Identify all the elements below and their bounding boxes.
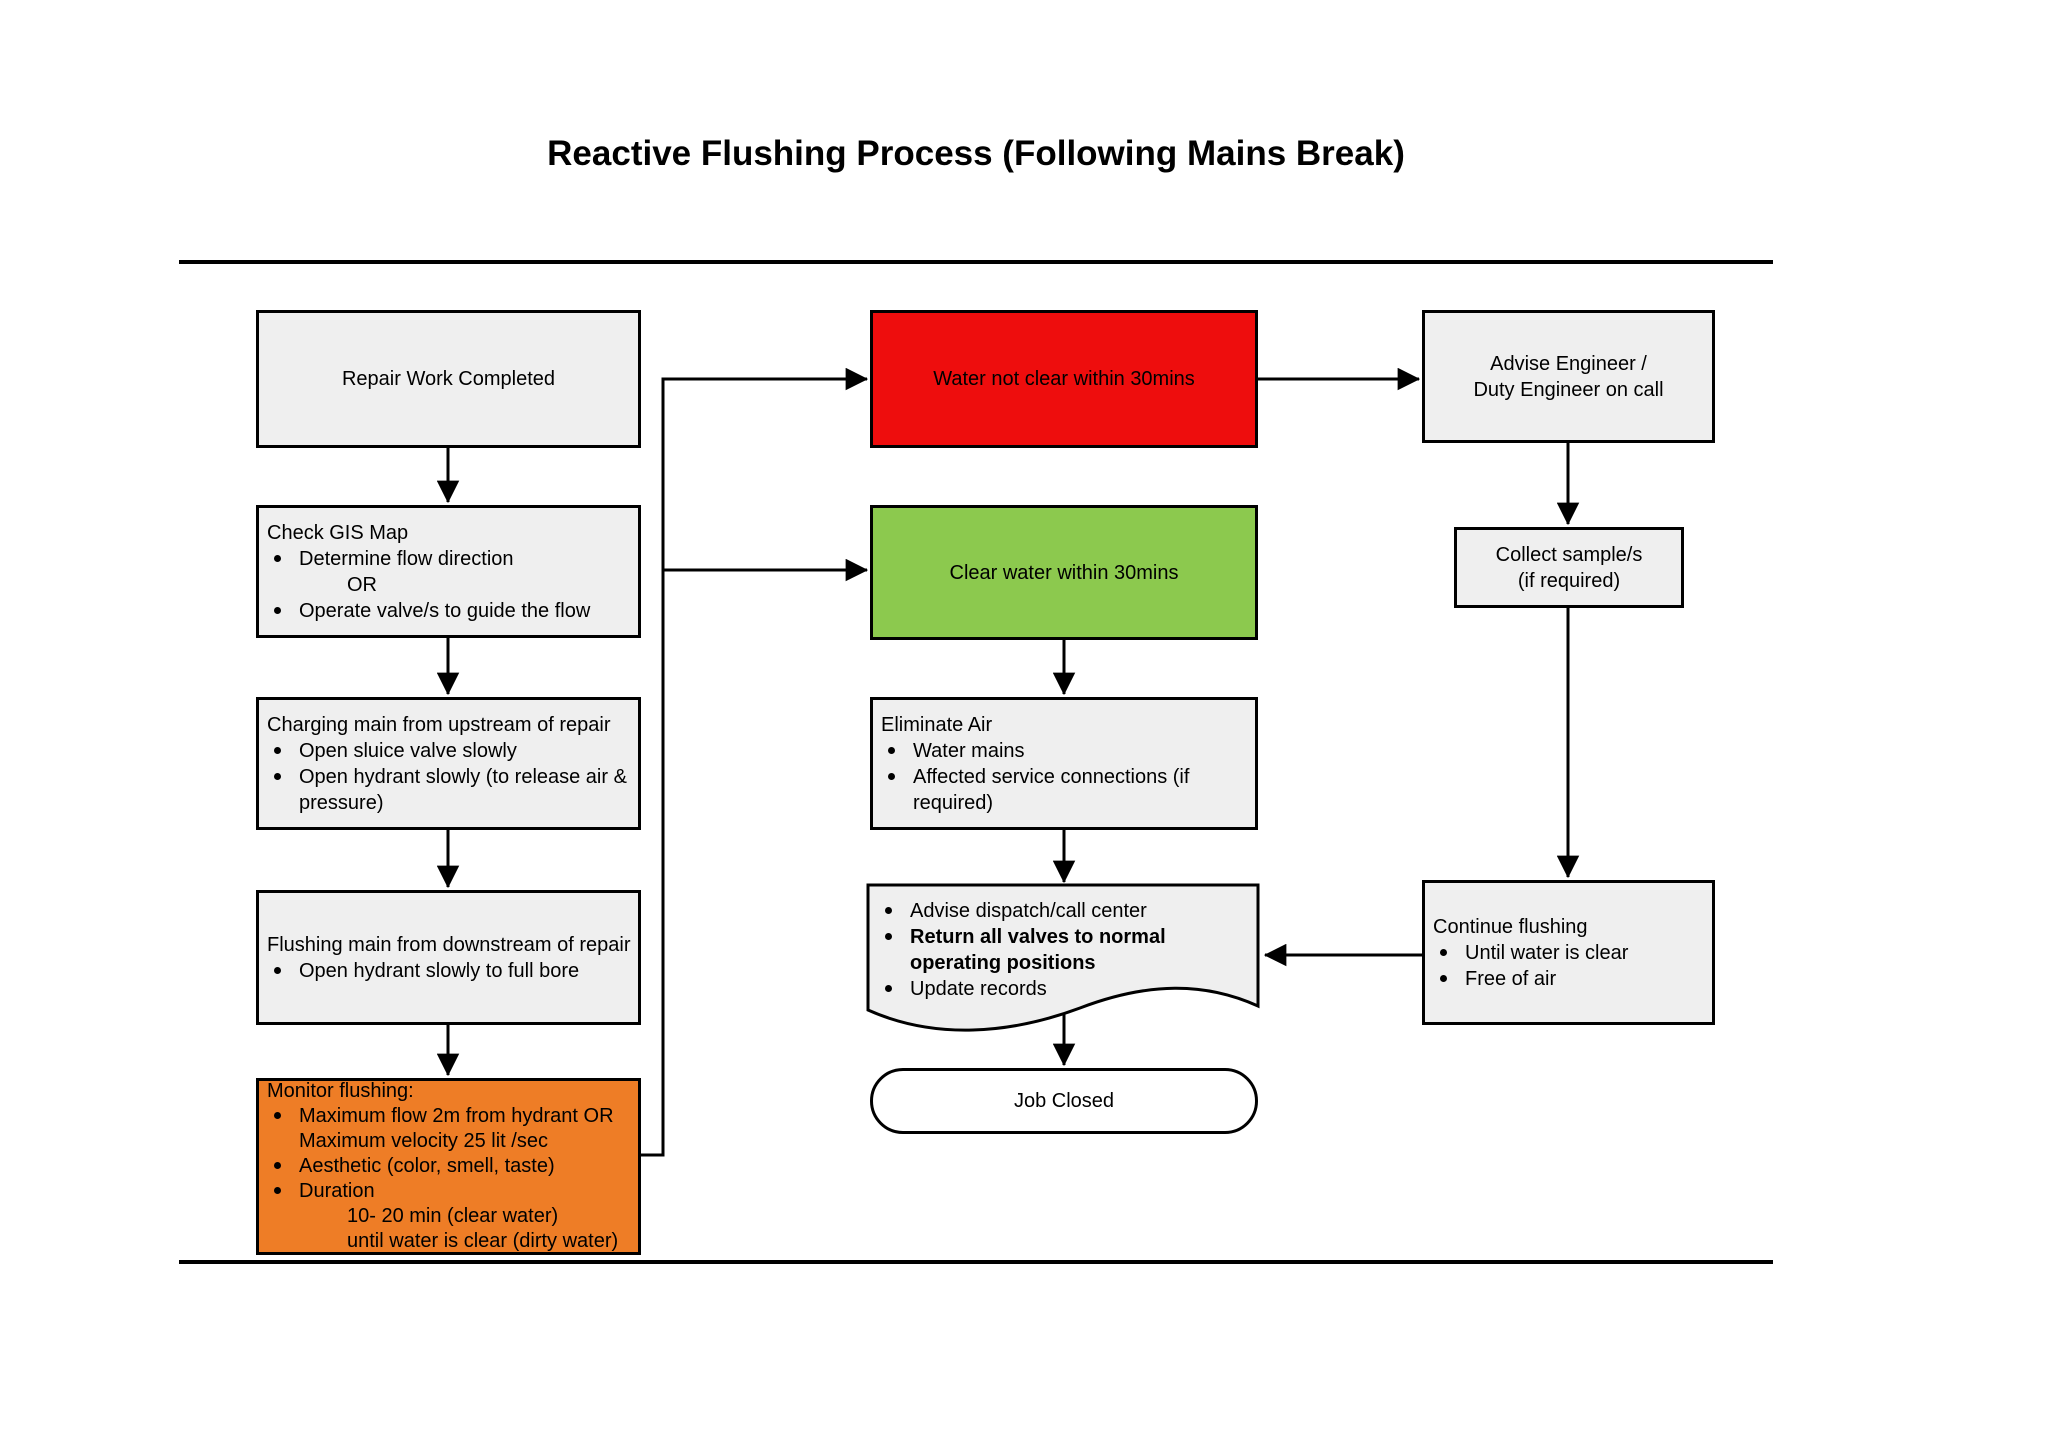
node-continue-flushing: Continue flushing Until water is clear F… bbox=[1422, 880, 1715, 1025]
node-monitor-flushing: Monitor flushing: Maximum flow 2m from h… bbox=[256, 1078, 641, 1255]
elbow-monitor-to-notclear bbox=[641, 367, 869, 1157]
node-heading: Eliminate Air bbox=[881, 713, 993, 736]
node-job-closed: Job Closed bbox=[870, 1068, 1258, 1134]
node-collect-samples: Collect sample/s (if required) bbox=[1454, 527, 1684, 608]
bullet-item: Return all valves to normal operating po… bbox=[870, 924, 1254, 976]
bullet-item: Until water is clear bbox=[1425, 940, 1708, 966]
bullet-item: Open hydrant slowly (to release air & pr… bbox=[259, 764, 634, 816]
page-title: Reactive Flushing Process (Following Mai… bbox=[547, 134, 1405, 173]
node-heading: Flushing main from downstream of repair bbox=[267, 933, 631, 956]
node-label: Water not clear within 30mins bbox=[933, 368, 1195, 390]
node-check-gis-map: Check GIS Map Determine flow direction O… bbox=[256, 505, 641, 638]
or-label: OR bbox=[347, 573, 377, 596]
bullet-item: Open hydrant slowly to full bore bbox=[259, 958, 634, 984]
document-shape bbox=[866, 883, 1260, 1032]
bullet-item: Update records bbox=[870, 976, 1254, 1002]
node-water-not-clear: Water not clear within 30mins bbox=[870, 310, 1258, 448]
bullet-item: Operate valve/s to guide the flow bbox=[259, 598, 634, 624]
node-label-line: (if required) bbox=[1517, 569, 1621, 592]
bullet-item: Open sluice valve slowly bbox=[259, 738, 634, 764]
top-divider bbox=[179, 260, 1773, 264]
node-repair-work-completed: Repair Work Completed bbox=[256, 310, 641, 448]
bullet-item: Duration bbox=[259, 1179, 634, 1204]
bullet-item: Maximum flow 2m from hydrant OR bbox=[259, 1104, 634, 1129]
bullet-item: Affected service connections (if require… bbox=[873, 764, 1251, 816]
node-heading: Check GIS Map bbox=[267, 521, 409, 544]
node-heading: Continue flushing bbox=[1433, 915, 1588, 938]
node-advise-engineer: Advise Engineer / Duty Engineer on call bbox=[1422, 310, 1715, 443]
node-wrap-up-document: Advise dispatch/call center Return all v… bbox=[870, 888, 1258, 1006]
bullet-item: Water mains bbox=[873, 738, 1251, 764]
bullet-item: Determine flow direction bbox=[259, 546, 634, 572]
node-label: Repair Work Completed bbox=[341, 368, 556, 390]
bullet-continuation: Maximum velocity 25 lit /sec bbox=[299, 1130, 548, 1152]
node-charging-main: Charging main from upstream of repair Op… bbox=[256, 697, 641, 830]
node-label: Clear water within 30mins bbox=[949, 561, 1179, 584]
node-flushing-main: Flushing main from downstream of repair … bbox=[256, 890, 641, 1025]
node-clear-water: Clear water within 30mins bbox=[870, 505, 1258, 640]
node-label-line: Duty Engineer on call bbox=[1473, 378, 1664, 401]
node-label: Job Closed bbox=[1013, 1090, 1115, 1112]
detail-item: until water is clear (dirty water) bbox=[347, 1230, 619, 1252]
node-heading: Charging main from upstream of repair bbox=[267, 713, 611, 736]
node-label-line: Collect sample/s bbox=[1495, 543, 1643, 566]
bullet-item: Aesthetic (color, smell, taste) bbox=[259, 1154, 634, 1179]
bullet-item: Free of air bbox=[1425, 966, 1708, 992]
node-label-line: Advise Engineer / bbox=[1490, 352, 1647, 375]
node-eliminate-air: Eliminate Air Water mains Affected servi… bbox=[870, 697, 1258, 830]
bullet-item: Advise dispatch/call center bbox=[870, 898, 1254, 924]
bottom-divider bbox=[179, 1260, 1773, 1264]
detail-item: 10- 20 min (clear water) bbox=[347, 1205, 559, 1227]
node-heading: Monitor flushing: bbox=[267, 1080, 414, 1102]
